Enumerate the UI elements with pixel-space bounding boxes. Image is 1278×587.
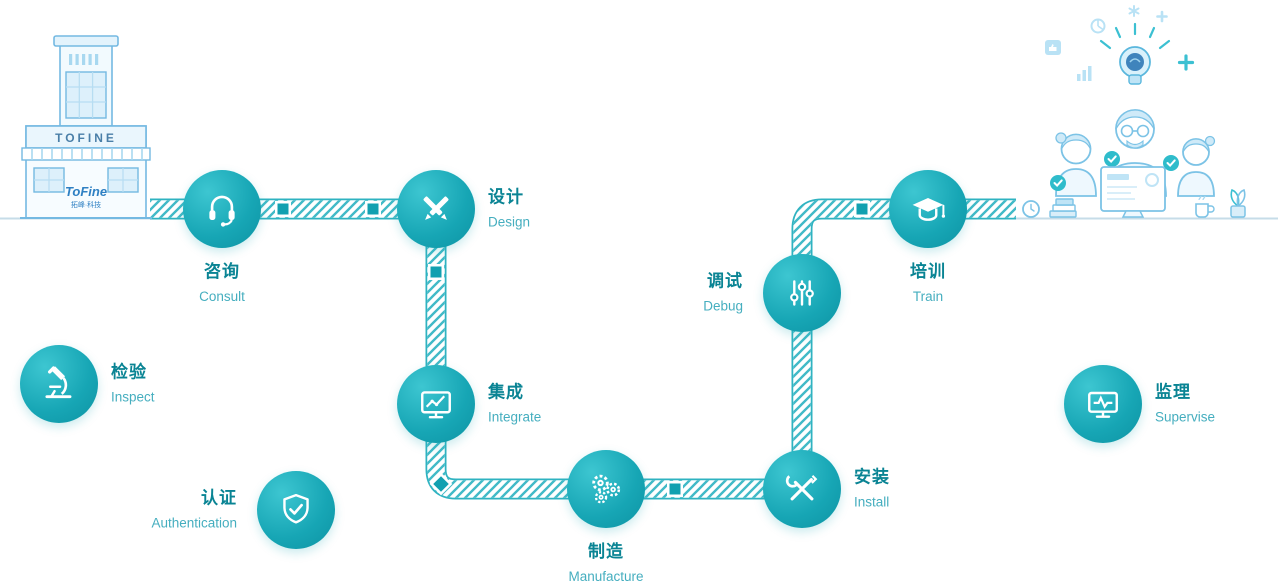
node-supervise-label-en: Supervise	[1155, 409, 1216, 425]
books-stack	[1049, 198, 1077, 218]
tower-window-slits	[69, 54, 99, 65]
node-design-label: 设计 Design	[488, 186, 530, 233]
monitor-chart-icon	[421, 391, 451, 419]
crossed-pencils-icon	[423, 196, 449, 220]
node-inspect-circle	[20, 345, 98, 423]
node-consult-label-zh: 咨询	[204, 262, 240, 281]
building-logo-subtext: 拓峰·科技	[71, 200, 101, 209]
node-train-circle	[889, 170, 967, 248]
node-install-label-en: Install	[854, 494, 890, 510]
headset-icon	[209, 195, 235, 227]
node-debug-circle	[763, 254, 841, 332]
person-left	[1055, 132, 1097, 197]
shield-check-icon	[283, 493, 309, 524]
awning	[21, 147, 151, 161]
node-integrate-label: 集成 Integrate	[488, 381, 541, 428]
graduation-cap-icon	[912, 198, 946, 221]
node-manufacture-circle	[567, 450, 645, 528]
person-right	[1177, 135, 1216, 197]
node-debug: 调试 Debug	[703, 254, 841, 332]
sliders-icon	[790, 280, 814, 306]
node-debug-label: 调试 Debug	[703, 270, 743, 317]
node-debug-label-zh: 调试	[707, 271, 743, 291]
node-inspect-label-zh: 检验	[111, 362, 147, 382]
node-inspect: 检验 Inspect	[20, 345, 155, 423]
node-consult-label: 咨询 Consult	[199, 260, 245, 307]
node-design-label-zh: 设计	[488, 187, 524, 207]
coffee-cup-icon	[1195, 195, 1215, 218]
node-authentication: 认证 Authentication	[151, 471, 335, 549]
building-sign-text: TOFINE	[55, 131, 117, 145]
node-design-circle	[397, 170, 475, 248]
node-train: 培训 Train	[889, 170, 967, 304]
node-supervise: 监理 Supervise	[1064, 365, 1215, 443]
node-design: 设计 Design	[397, 170, 530, 248]
plus-icon	[1177, 54, 1195, 71]
plus-icon-small	[1156, 10, 1168, 23]
node-install-label-zh: 安装	[854, 467, 890, 487]
pie-chart-icon	[1090, 18, 1106, 34]
building-logo-text: ToFine	[65, 184, 107, 199]
plant-icon	[1230, 188, 1246, 218]
node-consult: 咨询 Consult	[183, 170, 261, 304]
building-illustration: TOFINE ToFine 拓峰·科技	[20, 35, 152, 219]
sparkle-icon	[1128, 5, 1140, 17]
bar-chart-icon	[1077, 66, 1092, 81]
node-integrate-label-en: Integrate	[488, 409, 542, 425]
idea-rays	[1099, 22, 1171, 50]
process-road	[150, 198, 1016, 500]
gears-icon	[592, 474, 621, 504]
node-consult-circle	[183, 170, 261, 248]
node-install-label: 安装 Install	[854, 466, 890, 513]
node-install: 安装 Install	[763, 450, 889, 528]
node-supervise-label: 监理 Supervise	[1155, 381, 1215, 428]
team-illustration	[1022, 5, 1246, 218]
node-consult-label-en: Consult	[199, 289, 245, 304]
node-manufacture-label: 制造 Manufacture	[568, 540, 643, 587]
check-badge	[1163, 155, 1179, 171]
node-integrate: 集成 Integrate	[397, 365, 541, 443]
monitor-pulse-icon	[1088, 391, 1118, 418]
node-debug-label-en: Debug	[703, 298, 743, 314]
node-authentication-circle	[257, 471, 335, 549]
node-integrate-label-zh: 集成	[488, 382, 524, 402]
node-manufacture-label-zh: 制造	[587, 542, 624, 561]
road-markers	[275, 201, 870, 497]
node-integrate-circle	[397, 365, 475, 443]
node-authentication-label-zh: 认证	[201, 488, 237, 508]
node-inspect-label-en: Inspect	[111, 389, 155, 405]
node-authentication-label: 认证 Authentication	[151, 487, 237, 534]
check-badge	[1104, 151, 1120, 167]
node-train-label: 培训 Train	[910, 260, 946, 307]
node-install-circle	[763, 450, 841, 528]
check-badge	[1050, 175, 1066, 191]
node-train-label-zh: 培训	[910, 262, 946, 281]
node-inspect-label: 检验 Inspect	[111, 361, 155, 408]
microscope-icon	[45, 366, 72, 399]
crossed-tools-icon	[785, 475, 818, 501]
thumbs-up-icon	[1045, 40, 1061, 55]
lightbulb-icon	[1119, 46, 1151, 85]
desk-items	[1022, 188, 1246, 218]
node-supervise-label-zh: 监理	[1155, 382, 1191, 402]
clock-icon	[1022, 200, 1040, 218]
node-authentication-label-en: Authentication	[151, 515, 237, 531]
node-train-label-en: Train	[912, 289, 944, 304]
node-manufacture: 制造 Manufacture	[567, 450, 645, 584]
node-manufacture-label-en: Manufacture	[568, 569, 644, 584]
desk-monitor	[1100, 166, 1166, 218]
node-supervise-circle	[1064, 365, 1142, 443]
node-design-label-en: Design	[488, 214, 531, 230]
